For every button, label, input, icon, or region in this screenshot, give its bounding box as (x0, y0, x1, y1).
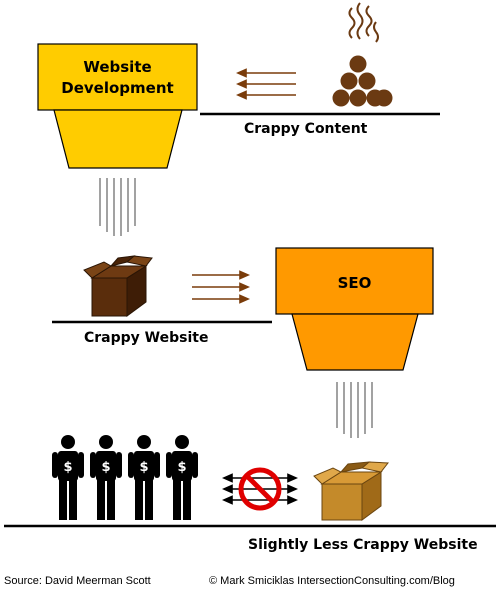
website-development-label-line1: Website (83, 58, 152, 76)
crappy-content-label: Crappy Content (244, 121, 368, 137)
seo-funnel-output-lines (336, 382, 373, 438)
svg-text:$: $ (177, 460, 186, 475)
svg-text:$: $ (63, 460, 72, 475)
svg-text:$: $ (101, 460, 110, 475)
dung-pile-icon (332, 2, 393, 107)
person-dollar-signs: $ $ $ $ (63, 460, 186, 475)
website-development-label-line2: Development (61, 79, 174, 97)
author-credit: © Mark Smiciklas IntersectionConsulting.… (209, 575, 455, 587)
content-arrows-icon (236, 68, 296, 100)
slightly-less-crappy-website-label: Slightly Less Crappy Website (248, 537, 478, 553)
dark-box-icon (83, 255, 153, 317)
seo-funnel (275, 247, 434, 371)
light-box-icon (313, 461, 389, 521)
no-entry-arrows-icon (222, 467, 298, 511)
moneybag-person-icon (52, 435, 198, 520)
source-credit: Source: David Meerman Scott (4, 575, 151, 587)
svg-text:$: $ (139, 460, 148, 475)
crappy-website-label: Crappy Website (84, 330, 209, 346)
website-development-funnel (37, 43, 198, 169)
seo-label: SEO (337, 274, 372, 292)
top-funnel-output-lines (99, 178, 136, 236)
website-arrows-icon (192, 270, 250, 304)
